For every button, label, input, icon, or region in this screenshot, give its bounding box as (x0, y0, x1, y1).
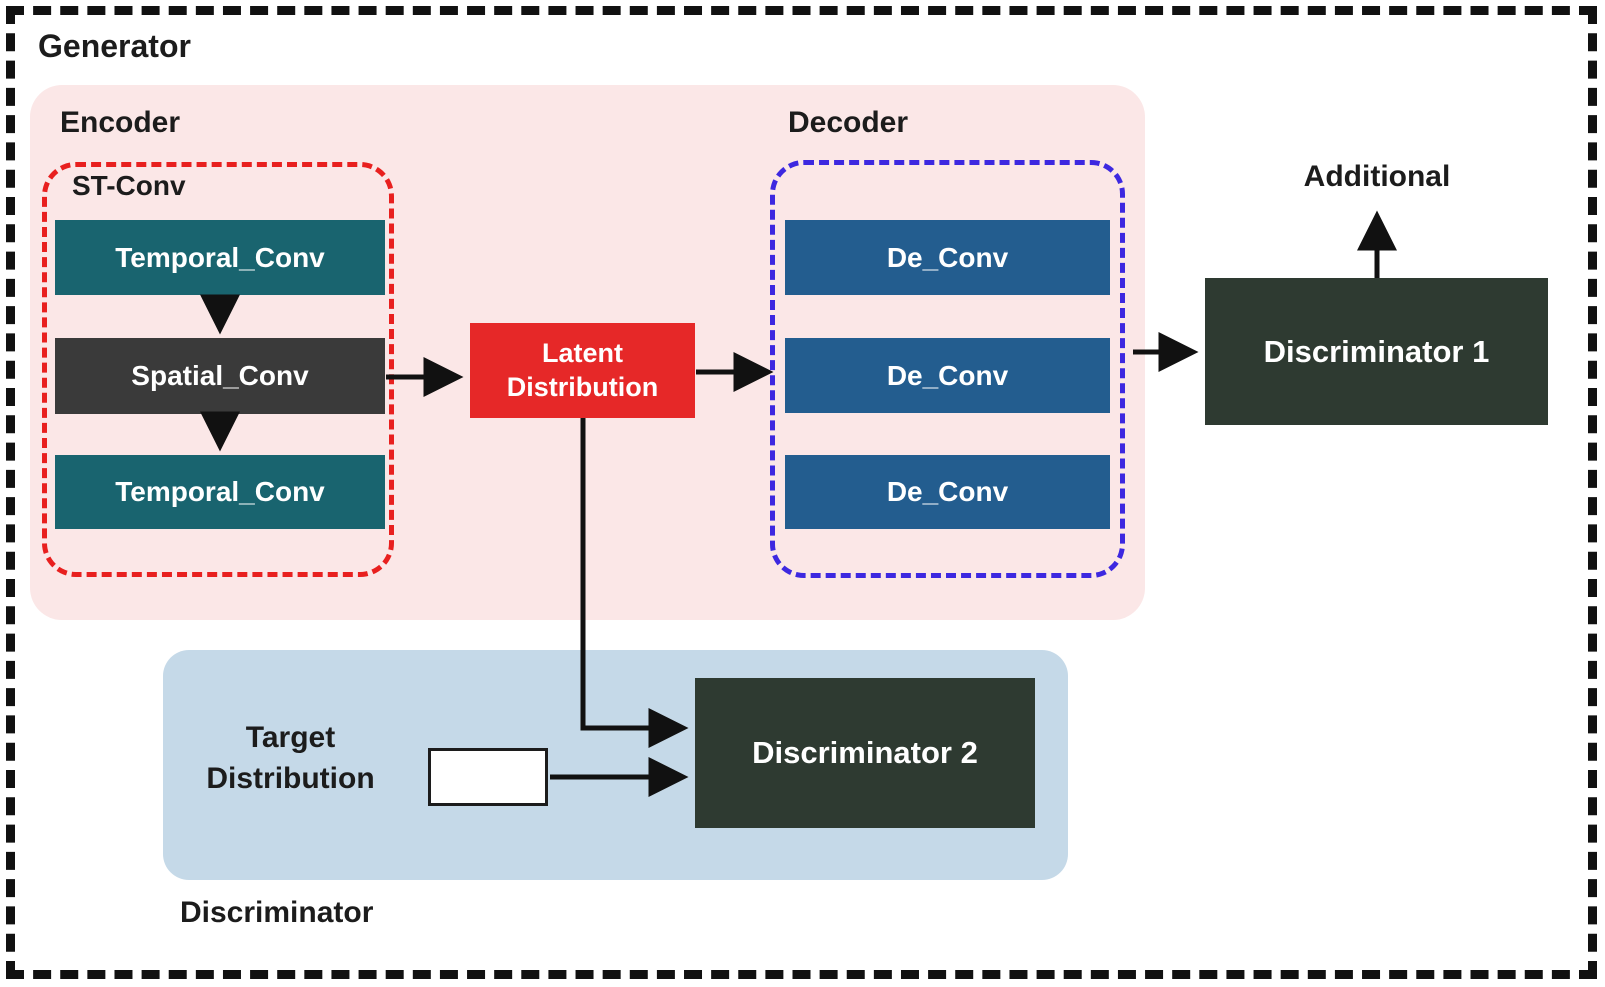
de-conv-block-1: De_Conv (785, 220, 1110, 295)
st-conv-dashed-border (42, 162, 394, 577)
target-distribution-label: Target Distribution (178, 718, 403, 799)
temporal-conv-block-2: Temporal_Conv (55, 455, 385, 529)
encoder-label: Encoder (60, 106, 181, 139)
target-sample-box (428, 748, 548, 806)
generator-dashed-border (6, 6, 1597, 979)
target-distribution-line2: Distribution (206, 761, 375, 795)
de-conv-block-3: De_Conv (785, 455, 1110, 529)
target-distribution-line1: Target (245, 721, 336, 754)
discriminator-1-block: Discriminator 1 (1205, 278, 1548, 425)
latent-line2: Distribution (506, 371, 659, 402)
decoder-label: Decoder (788, 106, 909, 139)
generator-label: Generator (38, 28, 191, 64)
latent-line1: Latent (542, 337, 623, 368)
spatial-conv-block: Spatial_Conv (55, 338, 385, 414)
discriminator-2-block: Discriminator 2 (695, 678, 1035, 828)
st-conv-label: ST-Conv (72, 170, 186, 201)
discriminator-section-label: Discriminator (180, 896, 374, 929)
latent-distribution-block: Latent Distribution (470, 323, 695, 418)
additional-output-label: Additional (1303, 160, 1451, 193)
temporal-conv-block-1: Temporal_Conv (55, 220, 385, 295)
de-conv-block-2: De_Conv (785, 338, 1110, 413)
